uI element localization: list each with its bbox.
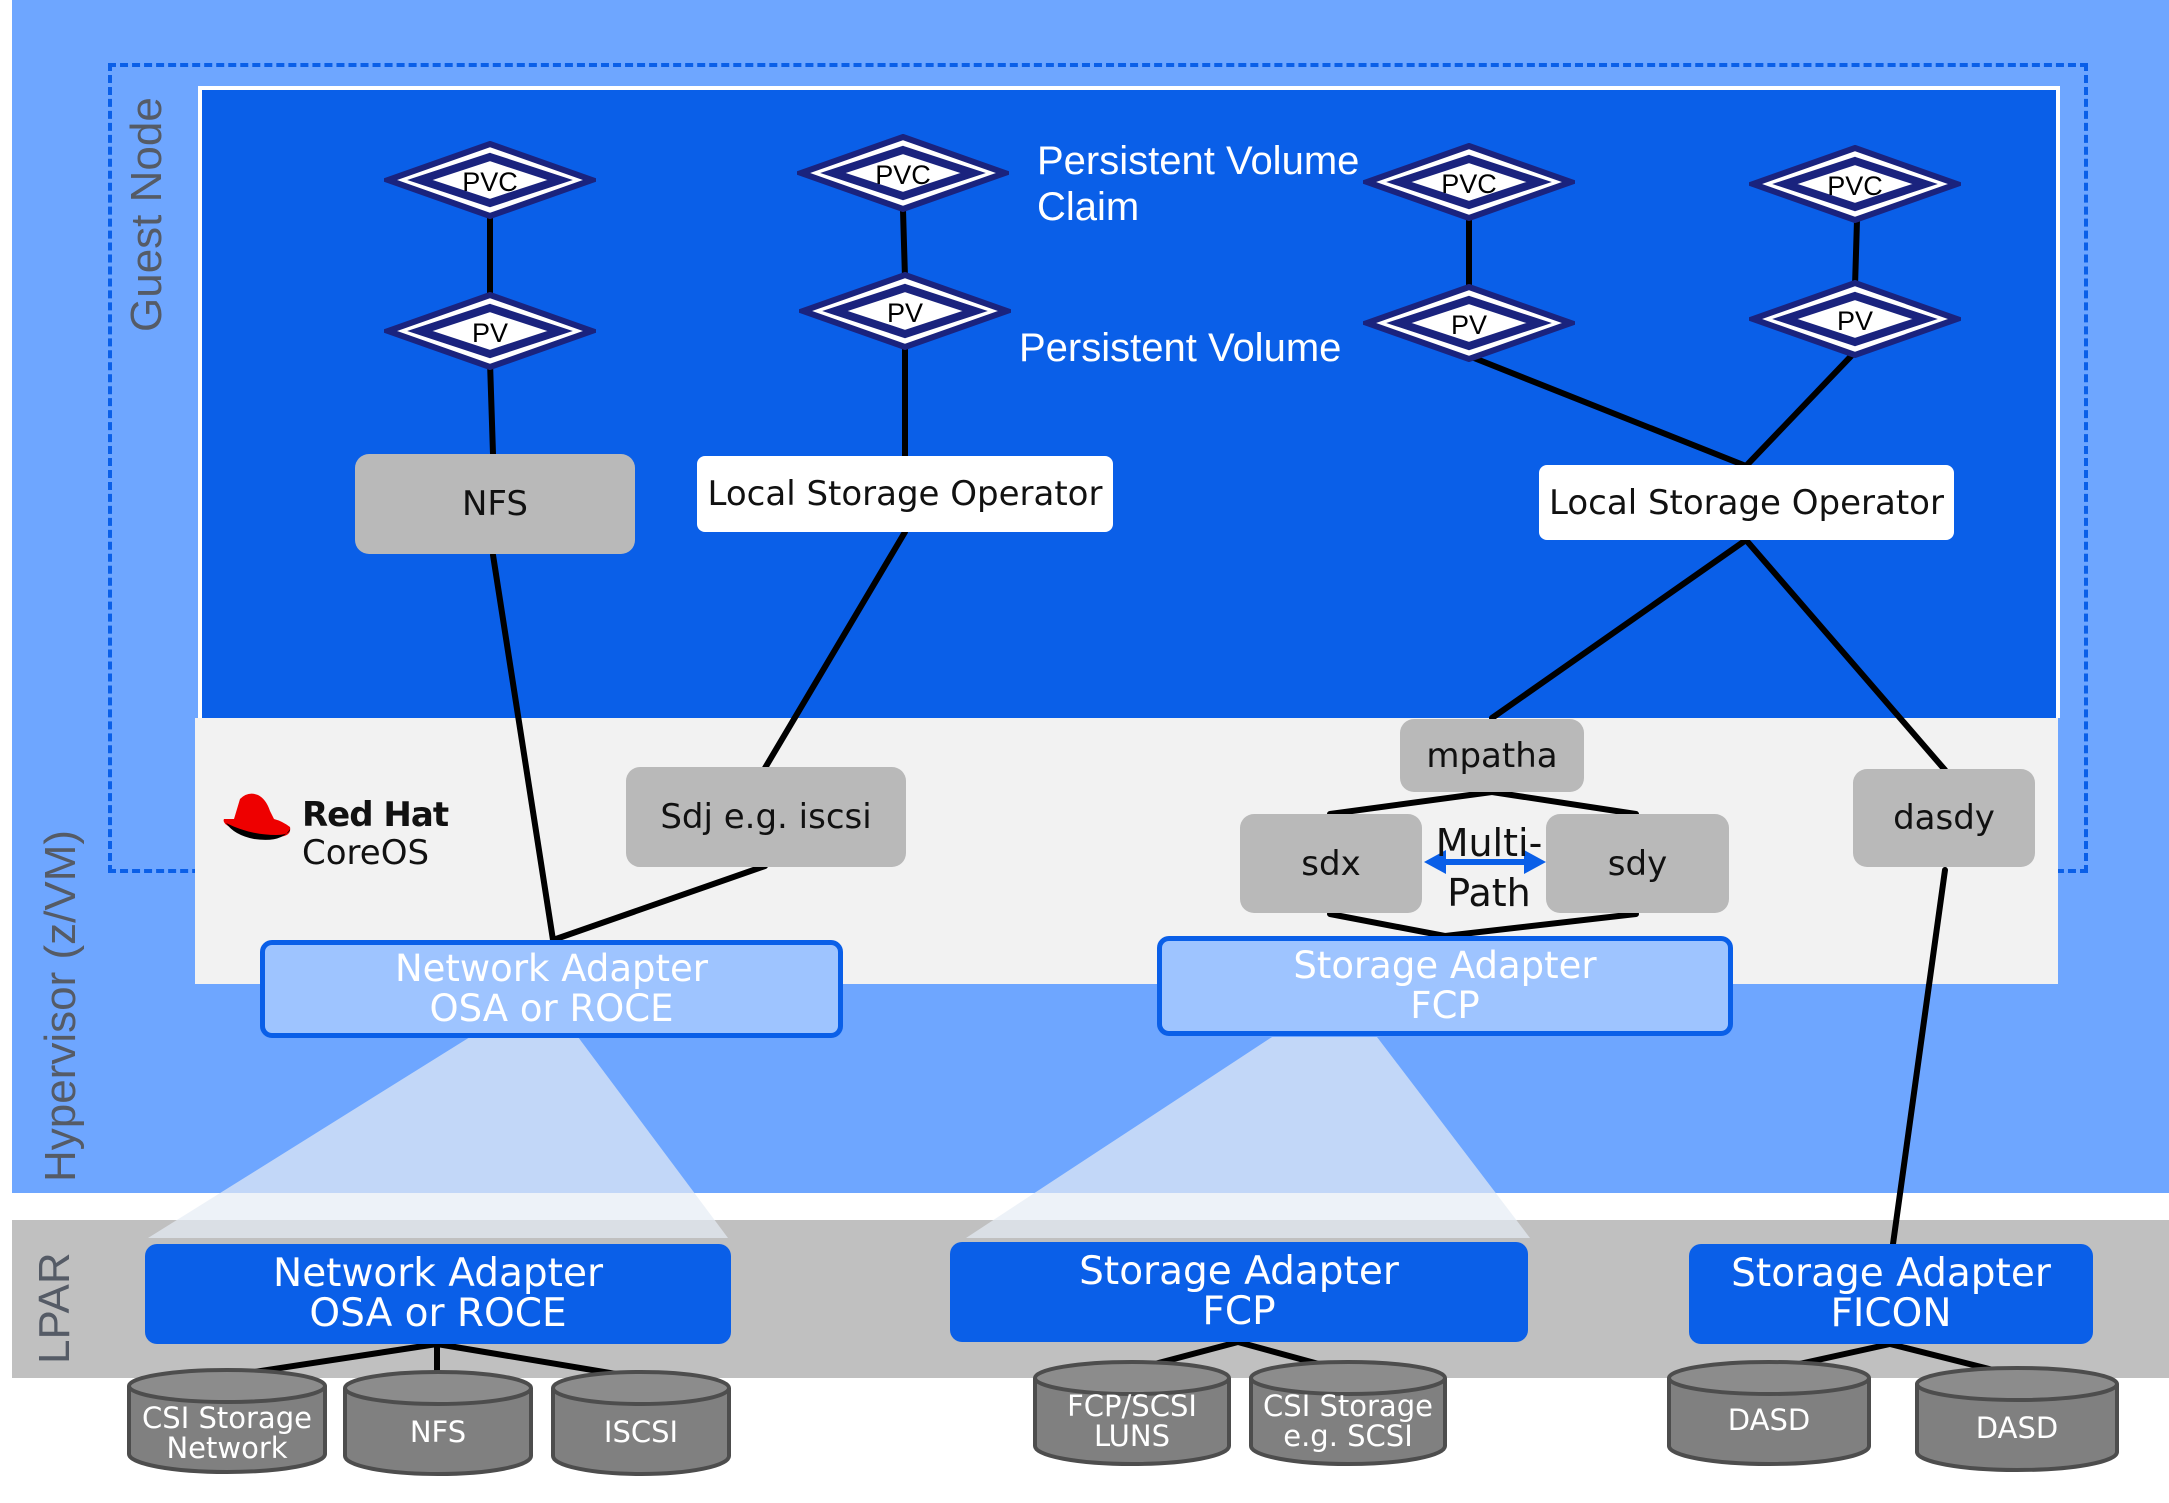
pvc-diamond-1[interactable]: PVC [384, 141, 596, 219]
link-sdj-adapter [550, 863, 768, 943]
multipath-arrow [1424, 850, 1546, 874]
link-nfs-adapter [490, 552, 556, 943]
pv-diamond-1[interactable]: PV [384, 292, 596, 370]
adapter-subtitle: FCP [1202, 1289, 1276, 1334]
link-mpatha-sdx [1327, 789, 1495, 817]
pv-label: PV [472, 318, 508, 348]
sdj-device[interactable]: Sdj e.g. iscsi [626, 767, 906, 867]
redhat-coreos-logo: Red Hat CoreOS [220, 785, 470, 875]
sdx-device[interactable]: sdx [1240, 814, 1422, 913]
link-pvc-pv-2 [900, 207, 908, 281]
product-name: CoreOS [302, 833, 430, 873]
adapter-title: Storage Adapter [1731, 1251, 2051, 1296]
adapter-title: Storage Adapter [1293, 944, 1597, 987]
csi-network-storage-cylinder[interactable]: CSI Storage Network [124, 1366, 330, 1478]
adapter-title: Storage Adapter [1079, 1249, 1399, 1294]
csi-scsi-storage-cylinder[interactable]: CSI Storage e.g. SCSI [1246, 1358, 1450, 1470]
link-sdx-adapter [1327, 911, 1448, 939]
adapter-title: Network Adapter [273, 1251, 603, 1296]
adapter-subtitle: OSA or ROCE [429, 987, 674, 1030]
storage-label: FCP/SCSI [1067, 1389, 1197, 1423]
storage-label: DASD [1976, 1411, 2058, 1445]
link-sdy-adapter [1442, 911, 1639, 939]
pvc-diamond-2[interactable]: PVC [797, 134, 1009, 212]
storage-label: LUNS [1094, 1419, 1170, 1453]
link-pv-lso2-b [1743, 349, 1858, 469]
link-lso2-mpatha [1489, 537, 1749, 721]
pvc-annotation: Persistent Volume Claim [1037, 139, 1360, 229]
storage-label: e.g. SCSI [1283, 1419, 1413, 1453]
dasdy-device[interactable]: dasdy [1853, 769, 2035, 867]
storage-label: ISCSI [604, 1415, 678, 1449]
hypervisor-network-adapter[interactable]: Network Adapter OSA or ROCE [260, 940, 843, 1038]
lpar-network-adapter[interactable]: Network Adapter OSA or ROCE [145, 1244, 731, 1344]
adapter-subtitle: OSA or ROCE [309, 1291, 567, 1336]
pv-label: PV [1451, 310, 1487, 340]
link-mpatha-sdy [1489, 789, 1639, 817]
pvc-diamond-3[interactable]: PVC [1363, 143, 1575, 221]
dasd-cylinder-2[interactable]: DASD [1912, 1364, 2122, 1476]
pv-label: PV [887, 298, 923, 328]
pvc-label: PVC [462, 167, 518, 197]
pv-label: PV [1837, 306, 1873, 336]
storage-label: CSI Storage [1263, 1389, 1433, 1423]
adapter-title: Network Adapter [394, 947, 709, 990]
sdy-device[interactable]: sdy [1546, 814, 1729, 913]
openshift-panel [198, 86, 2060, 718]
nfs-node[interactable]: NFS [355, 454, 635, 554]
storage-label: Network [166, 1431, 287, 1465]
multipath-label: Multi- Path [1414, 818, 1564, 918]
lpar-storage-adapter-fcp[interactable]: Storage Adapter FCP [950, 1242, 1528, 1342]
pvc-label: PVC [1827, 171, 1883, 201]
pvc-diamond-4[interactable]: PVC [1749, 145, 1961, 223]
lpar-storage-adapter-ficon[interactable]: Storage Adapter FICON [1689, 1244, 2093, 1344]
adapter-subtitle: FICON [1830, 1291, 1952, 1336]
pv-diamond-3[interactable]: PV [1363, 284, 1575, 362]
iscsi-storage-cylinder[interactable]: ISCSI [548, 1368, 734, 1480]
dasd-cylinder-1[interactable]: DASD [1664, 1358, 1874, 1470]
link-lso1-sdj [762, 529, 908, 771]
link-pv-nfs [487, 359, 496, 457]
link-lso2-dasdy [1743, 537, 1948, 773]
brand-name: Red Hat [302, 795, 449, 835]
storage-label: DASD [1728, 1403, 1810, 1437]
pv-annotation: Persistent Volume [1019, 326, 1342, 370]
pvc-label: PVC [875, 160, 931, 190]
local-storage-operator-2[interactable]: Local Storage Operator [1539, 465, 1954, 540]
adapter-subtitle: FCP [1410, 984, 1480, 1027]
pv-diamond-2[interactable]: PV [799, 272, 1011, 350]
fcp-scsi-luns-cylinder[interactable]: FCP/SCSI LUNS [1030, 1358, 1234, 1470]
pvc-label: PVC [1441, 169, 1497, 199]
multipath-line1: Multi- [1435, 821, 1543, 865]
nfs-storage-cylinder[interactable]: NFS [340, 1368, 536, 1480]
coreos-panel [195, 718, 2058, 984]
network-adapter-mapping [148, 1037, 728, 1238]
link-dasdy-ficon [1890, 867, 1948, 1247]
storage-label: NFS [410, 1415, 466, 1449]
redhat-hat-icon [223, 793, 291, 840]
multipath-line2: Path [1447, 871, 1531, 915]
local-storage-operator-1[interactable]: Local Storage Operator [697, 456, 1113, 532]
hypervisor-storage-adapter[interactable]: Storage Adapter FCP [1157, 936, 1733, 1036]
storage-adapter-mapping [966, 1037, 1530, 1238]
storage-label: CSI Storage [142, 1401, 312, 1435]
link-pvc-pv-4 [1852, 217, 1860, 289]
pv-diamond-4[interactable]: PV [1749, 280, 1961, 358]
link-pv-lso2-a [1466, 353, 1749, 469]
mpatha-device[interactable]: mpatha [1400, 719, 1584, 792]
